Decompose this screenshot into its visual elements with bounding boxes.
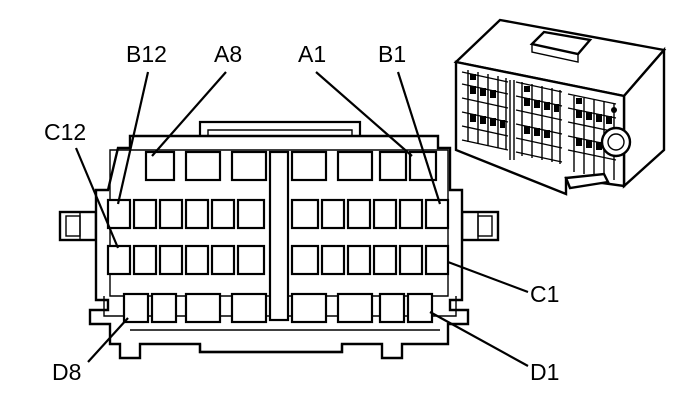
- label-d8: D8: [52, 359, 81, 385]
- label-a8: A8: [214, 41, 242, 67]
- leader-lines: [74, 71, 529, 367]
- center-key-divider: [268, 150, 290, 322]
- leader-d1: [429, 311, 529, 367]
- label-a1: A1: [298, 41, 326, 67]
- label-b1: B1: [378, 41, 406, 67]
- leader-a8: [151, 71, 227, 157]
- leader-d8: [87, 317, 129, 363]
- connector-isometric-illustration: [453, 18, 667, 196]
- leader-b12: [116, 71, 150, 205]
- cavity-row-c: [106, 244, 450, 276]
- label-d1: D1: [530, 359, 559, 385]
- leader-c12: [74, 147, 120, 249]
- leader-b1: [396, 71, 442, 205]
- leader-a1: [315, 71, 413, 157]
- left-mounting-ear: [58, 210, 98, 242]
- right-mounting-ear: [460, 210, 500, 242]
- connector-face-view: [58, 120, 500, 360]
- cavity-row-d: [122, 292, 434, 324]
- cavity-row-b: [106, 198, 450, 230]
- label-c1: C1: [530, 281, 559, 307]
- pin-labels: B12 A8 A1 B1 C12 C1 D8 D1: [44, 41, 559, 385]
- label-b12: B12: [126, 41, 167, 67]
- cavity-row-a: [144, 150, 438, 182]
- label-c12: C12: [44, 119, 86, 145]
- leader-c1: [447, 260, 529, 294]
